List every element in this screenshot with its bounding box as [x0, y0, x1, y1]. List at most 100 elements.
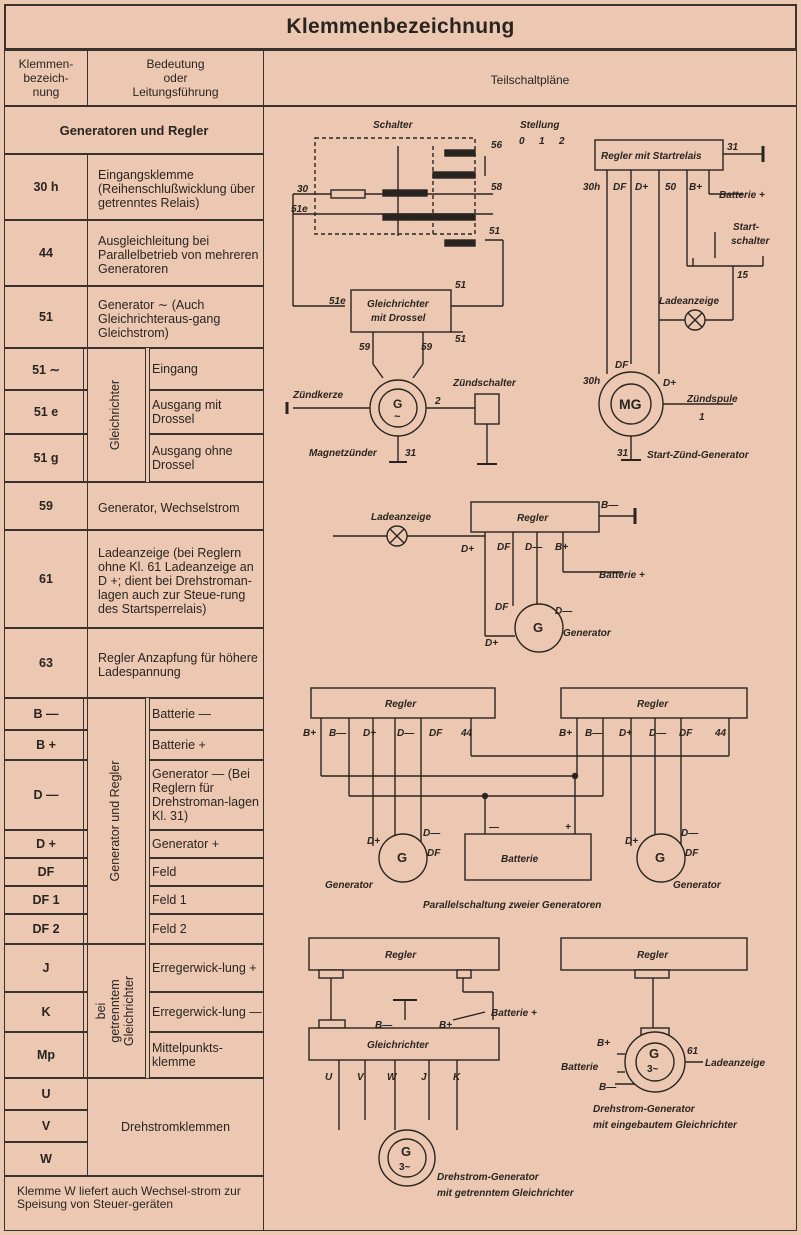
- table-row: B + Batterie +: [4, 730, 264, 760]
- label: V: [357, 1072, 365, 1083]
- label: schalter: [731, 236, 770, 247]
- label: Regler mit Startrelais: [601, 151, 702, 162]
- label: G: [655, 850, 665, 865]
- label: Batterie: [561, 1062, 599, 1073]
- label: 31: [727, 142, 739, 153]
- label: 1: [699, 412, 705, 423]
- header-meaning: Bedeutung oder Leitungsführung: [87, 50, 264, 106]
- label: 31: [617, 448, 629, 459]
- label: Gleichrichter: [367, 1040, 430, 1051]
- label: 56: [491, 140, 503, 151]
- label: J: [421, 1072, 427, 1083]
- label: Zündspule: [686, 394, 738, 405]
- meaning-cell: Batterie +: [149, 730, 264, 760]
- label: Ladeanzeige: [371, 512, 431, 523]
- terminal-cell: DF 1: [4, 886, 88, 914]
- label: B—: [375, 1020, 393, 1031]
- meaning-cell: Generator, Wechselstrom: [87, 482, 264, 530]
- meaning-cell: Ladeanzeige (bei Reglern ohne Kl. 61 Lad…: [87, 530, 264, 628]
- label: DF: [615, 360, 629, 371]
- label: MG: [619, 396, 642, 412]
- caption: mit getrenntem Gleichrichter: [437, 1188, 575, 1199]
- terminal-cell: J: [4, 944, 88, 992]
- terminal-cell: 63: [4, 628, 88, 698]
- label: D+: [625, 836, 638, 847]
- label: DF: [685, 848, 699, 859]
- label: 30h: [583, 182, 600, 193]
- label: 44: [714, 728, 727, 739]
- label: 59: [359, 342, 371, 353]
- label: B—: [601, 500, 619, 511]
- terminal-cell: U: [4, 1078, 88, 1110]
- label: B—: [599, 1082, 617, 1093]
- label: 3~: [399, 1162, 411, 1173]
- terminal-cell: B +: [4, 730, 88, 760]
- terminal-cell: W: [4, 1142, 88, 1176]
- meaning-cell: Erregerwick-lung +: [149, 944, 264, 992]
- table-row: 44 Ausgleichleitung bei Parallelbetrieb …: [4, 220, 264, 286]
- meaning-cell: Eingangsklemme (Reihenschlußwicklung übe…: [87, 154, 264, 220]
- table-row: DF Feld: [4, 858, 264, 886]
- label: +: [565, 822, 571, 833]
- terminal-cell: 51 ∼: [4, 348, 88, 390]
- table-row: 61 Ladeanzeige (bei Reglern ohne Kl. 61 …: [4, 530, 264, 628]
- header-diagrams: Teilschaltpläne: [263, 50, 797, 106]
- label: Zündschalter: [452, 378, 517, 389]
- label: Ladeanzeige: [705, 1058, 765, 1069]
- meaning-cell: Feld 1: [149, 886, 264, 914]
- table-row: 51 g Ausgang ohne Drossel: [4, 434, 264, 482]
- group-generator-regler: Generator und Regler: [83, 698, 146, 944]
- label: B+: [597, 1038, 610, 1049]
- table-row: 63 Regler Anzapfung für höhere Ladespann…: [4, 628, 264, 698]
- meaning-cell: Ausgang mit Drossel: [149, 390, 264, 434]
- label: Ladeanzeige: [659, 296, 719, 307]
- table-row: DF 1 Feld 1: [4, 886, 264, 914]
- terminal-cell: 44: [4, 220, 88, 286]
- footnote: Klemme W liefert auch Wechsel-strom zur …: [4, 1176, 264, 1231]
- terminal-cell: K: [4, 992, 88, 1032]
- label: 2: [558, 136, 565, 147]
- label: 58: [491, 182, 503, 193]
- meaning-cell: Feld: [149, 858, 264, 886]
- label: Regler: [517, 513, 549, 524]
- label: 50: [665, 182, 677, 193]
- caption: Drehstrom-Generator: [593, 1104, 696, 1115]
- table-row: 51 Generator ∼ (Auch Gleichrichteraus-ga…: [4, 286, 264, 348]
- meaning-cell: Batterie —: [149, 698, 264, 730]
- label: 51: [455, 280, 467, 291]
- label: G: [401, 1144, 411, 1159]
- terminal-cell: 59: [4, 482, 88, 530]
- table-row: D + Generator +: [4, 830, 264, 858]
- diagram-panel: [263, 106, 797, 1231]
- label: 51: [455, 334, 467, 345]
- label: DF: [429, 728, 443, 739]
- label: D—: [525, 542, 543, 553]
- label: G: [393, 397, 402, 411]
- label: D+: [663, 378, 676, 389]
- meaning-cell: Generator ∼ (Auch Gleichrichteraus-gang …: [87, 286, 264, 348]
- terminal-cell: DF: [4, 858, 88, 886]
- label: U: [325, 1072, 333, 1083]
- label: D+: [363, 728, 376, 739]
- terminal-cell: B —: [4, 698, 88, 730]
- circuit-diagrams: Schalter Stellung 0 1 2 56 58 30 51e 51 …: [285, 120, 770, 1199]
- meaning-cell: Generator +: [149, 830, 264, 858]
- label: DF: [679, 728, 693, 739]
- group-gleichrichter: Gleichrichter: [83, 348, 146, 482]
- table-row: 51 ∼ Eingang: [4, 348, 264, 390]
- label: 1: [539, 136, 545, 147]
- label: B+: [559, 728, 572, 739]
- label: Regler: [385, 950, 417, 961]
- label: mit Drossel: [371, 313, 426, 324]
- label: 0: [519, 136, 525, 147]
- terminal-cell: D —: [4, 760, 88, 830]
- title-bar: Klemmenbezeichnung: [4, 4, 797, 50]
- meaning-cell: Ausgleichleitung bei Parallelbetrieb von…: [87, 220, 264, 286]
- label: 31: [405, 448, 417, 459]
- label: D+: [485, 638, 498, 649]
- table-row: DF 2 Feld 2: [4, 914, 264, 944]
- label: W: [387, 1072, 398, 1083]
- table-row: K Erregerwick-lung —: [4, 992, 264, 1032]
- terminal-cell: V: [4, 1110, 88, 1142]
- label: Batterie +: [491, 1008, 537, 1019]
